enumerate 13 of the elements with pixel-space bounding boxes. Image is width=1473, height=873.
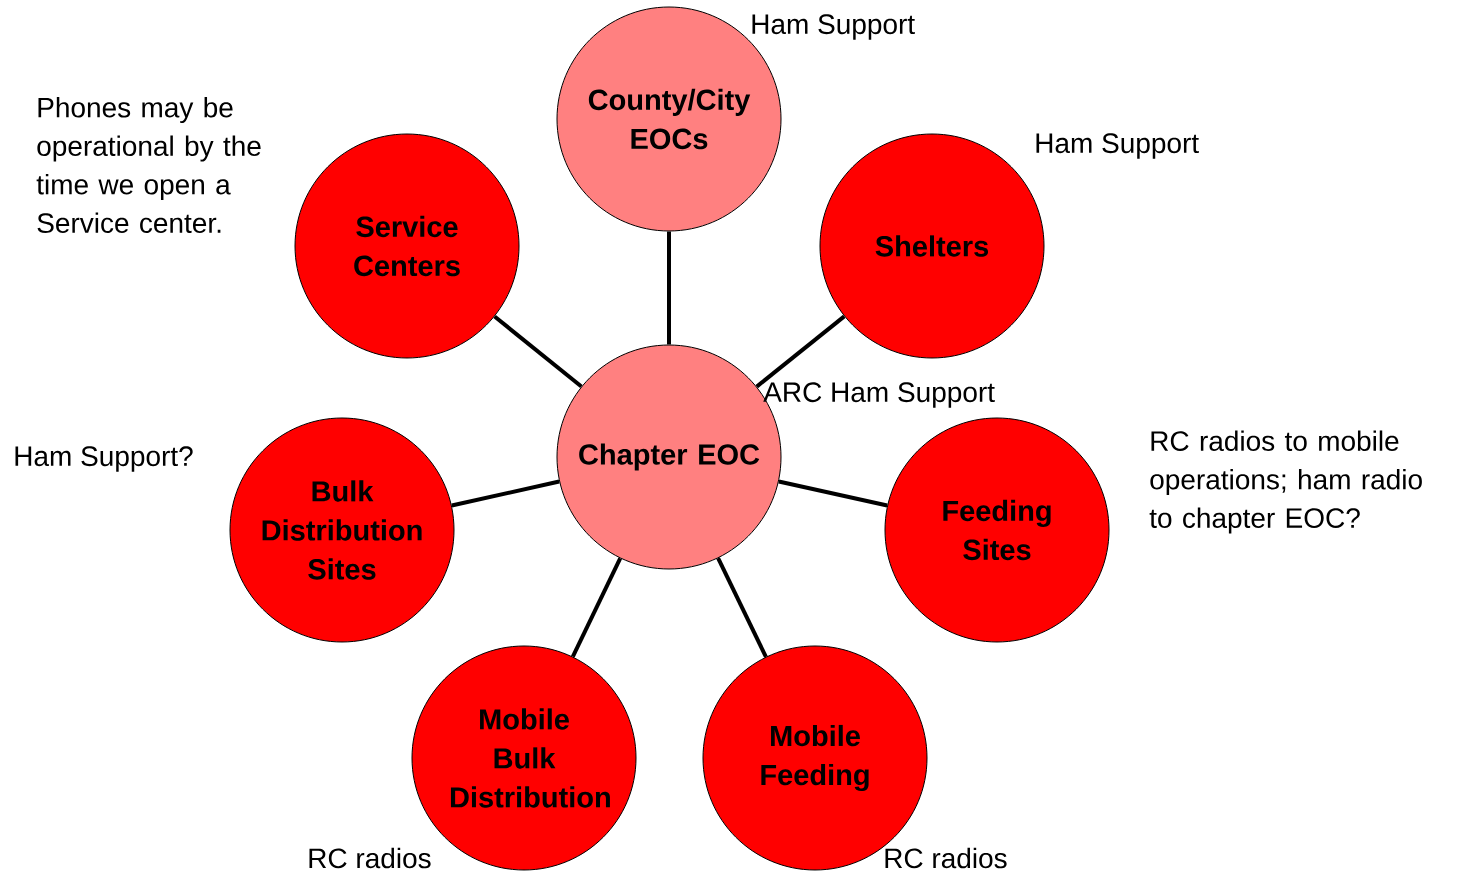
connector-line [778,479,888,508]
connector-line [667,231,671,345]
circle-node: Service Centers [294,133,520,359]
connector-line [493,315,583,388]
circle-node: Bulk Distribution Sites [229,417,455,643]
note-text: Ham Support? [15,446,193,472]
connector-line [451,479,560,508]
note-text: Phones may be operational by the time we open a Service center. [36,97,261,233]
connector-line [571,557,622,658]
connector-line [716,557,768,658]
connector-line [755,314,846,389]
note-text: RC radios to mobile operations; ham radio to chapter EOC? [1149,430,1422,534]
circle-node: Feeding Sites [884,417,1110,643]
